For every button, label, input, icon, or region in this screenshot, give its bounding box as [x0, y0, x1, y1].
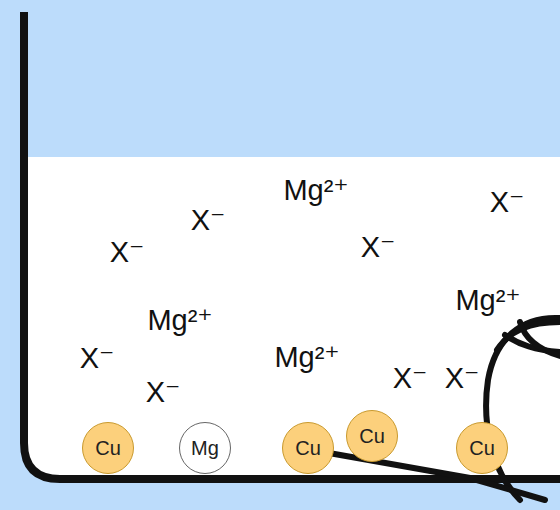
element-symbol: Mg [191, 437, 219, 460]
ion-label: X⁻ [361, 233, 396, 262]
atom-circle: Cu [456, 422, 508, 474]
element-symbol: Cu [95, 437, 121, 460]
atom-circle: Cu [82, 422, 134, 474]
element-symbol: Cu [359, 425, 385, 448]
ion-label: X⁻ [443, 364, 482, 393]
ion-label: X⁻ [393, 364, 428, 393]
beaker-wall [24, 12, 560, 479]
ion-label: Mg²⁺ [274, 343, 339, 372]
solution [24, 157, 560, 479]
cartoon-figure [312, 318, 560, 500]
element-symbol: Cu [295, 437, 321, 460]
ion-label: Mg²⁺ [455, 286, 520, 315]
ion-label: Mg²⁺ [283, 176, 348, 205]
ion-label: X⁻ [146, 378, 181, 407]
ion-label: Mg²⁺ [147, 306, 212, 335]
ion-label: X⁻ [110, 238, 145, 267]
atom-circle: Cu [282, 422, 334, 474]
ion-label: X⁻ [80, 344, 115, 373]
ion-label: X⁻ [490, 188, 525, 217]
atom-circle: Cu [346, 410, 398, 462]
ion-label: X⁻ [191, 206, 226, 235]
element-symbol: Cu [469, 437, 495, 460]
atom-circle: Mg [179, 422, 231, 474]
